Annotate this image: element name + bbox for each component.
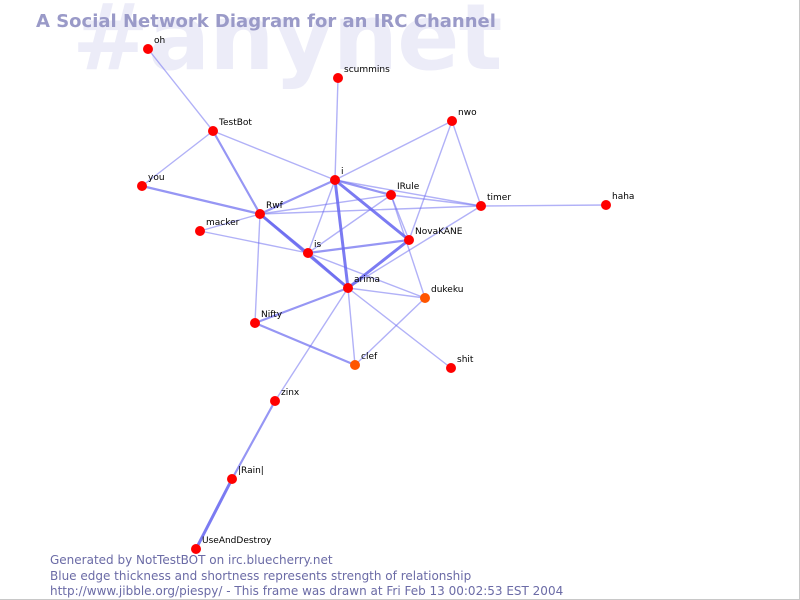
edge-rain-useanddestroy xyxy=(194,477,234,551)
edge-nwo-i xyxy=(334,120,453,181)
node-label-haha: haha xyxy=(612,192,634,202)
edge-timer-rwf xyxy=(259,205,482,215)
edge-testbot-rwf xyxy=(211,129,262,216)
edge-nwo-timer xyxy=(451,120,482,207)
node-label-dukeku: dukeku xyxy=(431,285,463,295)
footer-generated-by: Generated by NotTestBOT on irc.bluecherr… xyxy=(50,553,333,567)
edge-you-rwf xyxy=(140,184,262,216)
edges-layer xyxy=(140,48,607,551)
edge-testbot-i xyxy=(212,130,336,181)
node-macker[interactable] xyxy=(195,226,205,236)
edge-is-arima xyxy=(306,251,350,290)
node-arima[interactable] xyxy=(343,283,353,293)
node-label-novakane: NovaKANE xyxy=(415,227,463,237)
edge-i-timer xyxy=(334,179,482,207)
node-i[interactable] xyxy=(330,175,340,185)
edge-clef-dukeku xyxy=(354,297,426,366)
edge-is-novakane xyxy=(306,238,411,255)
node-rain[interactable] xyxy=(227,474,237,484)
edge-nifty-clef xyxy=(253,321,357,367)
node-you[interactable] xyxy=(137,181,147,191)
node-label-testbot: TestBot xyxy=(218,118,252,128)
diagram-title: A Social Network Diagram for an IRC Chan… xyxy=(36,11,496,32)
edge-i-is xyxy=(307,179,336,254)
edge-arima-zinx xyxy=(274,287,349,402)
node-label-shit: shit xyxy=(457,355,474,365)
node-label-rwf: Rwf xyxy=(266,201,284,211)
edge-i-arima xyxy=(333,178,350,290)
edge-i-irule xyxy=(333,178,393,197)
node-testbot[interactable] xyxy=(208,126,218,136)
edge-testbot-you xyxy=(141,130,214,187)
node-label-nwo: nwo xyxy=(458,108,477,118)
footer-url-timestamp: http://www.jibble.org/piespy/ - This fra… xyxy=(50,584,564,598)
edge-oh-testbot xyxy=(147,48,214,132)
edge-rwf-macker xyxy=(199,213,261,232)
node-label-arima: arima xyxy=(354,275,380,285)
edge-novakane-arima xyxy=(346,238,411,290)
footer-legend-note: Blue edge thickness and shortness repres… xyxy=(50,569,472,583)
nodes-layer xyxy=(137,44,611,554)
node-scummins[interactable] xyxy=(333,73,343,83)
node-dukeku[interactable] xyxy=(420,293,430,303)
node-label-you: you xyxy=(148,173,165,183)
node-label-scummins: scummins xyxy=(344,65,390,75)
node-rwf[interactable] xyxy=(255,209,265,219)
node-irule[interactable] xyxy=(386,190,396,200)
node-label-useanddestroy: UseAndDestroy xyxy=(202,536,272,546)
node-label-macker: macker xyxy=(206,218,240,228)
edge-irule-dukeku xyxy=(390,194,426,299)
edge-arima-nifty xyxy=(253,286,350,325)
edge-timer-arima xyxy=(347,205,482,289)
node-label-nifty: Nifty xyxy=(261,310,283,320)
node-shit[interactable] xyxy=(446,363,456,373)
channel-watermark: #anynet xyxy=(72,0,503,91)
node-label-clef: clef xyxy=(361,352,378,362)
edge-is-dukeku xyxy=(307,252,426,299)
node-haha[interactable] xyxy=(601,200,611,210)
edge-timer-haha xyxy=(480,204,607,207)
edge-rwf-nifty xyxy=(254,213,261,324)
edge-arima-dukeku xyxy=(347,287,426,299)
edge-scummins-i xyxy=(334,77,339,181)
node-label-is: is xyxy=(314,240,322,250)
node-oh[interactable] xyxy=(143,44,153,54)
edge-nwo-novakane xyxy=(408,120,453,241)
node-is[interactable] xyxy=(303,248,313,258)
node-clef[interactable] xyxy=(350,360,360,370)
node-nwo[interactable] xyxy=(447,116,457,126)
node-useanddestroy[interactable] xyxy=(191,544,201,554)
edge-irule-novakane xyxy=(390,194,410,241)
node-label-rain: |Rain| xyxy=(238,466,264,476)
node-label-timer: timer xyxy=(487,193,511,203)
edge-zinx-rain xyxy=(230,399,277,481)
node-label-irule: IRule xyxy=(397,182,420,192)
node-nifty[interactable] xyxy=(250,318,260,328)
node-label-zinx: zinx xyxy=(281,388,300,398)
edge-i-rwf xyxy=(258,178,337,216)
edge-arima-shit xyxy=(347,287,452,369)
node-novakane[interactable] xyxy=(404,235,414,245)
edge-irule-is xyxy=(307,194,392,254)
node-timer[interactable] xyxy=(476,201,486,211)
node-label-i: i xyxy=(341,167,344,177)
edge-irule-timer xyxy=(390,194,482,207)
edge-irule-rwf xyxy=(259,194,392,215)
node-label-oh: oh xyxy=(154,36,165,46)
edge-macker-is xyxy=(199,230,309,254)
edge-arima-clef xyxy=(347,287,356,366)
node-zinx[interactable] xyxy=(270,396,280,406)
